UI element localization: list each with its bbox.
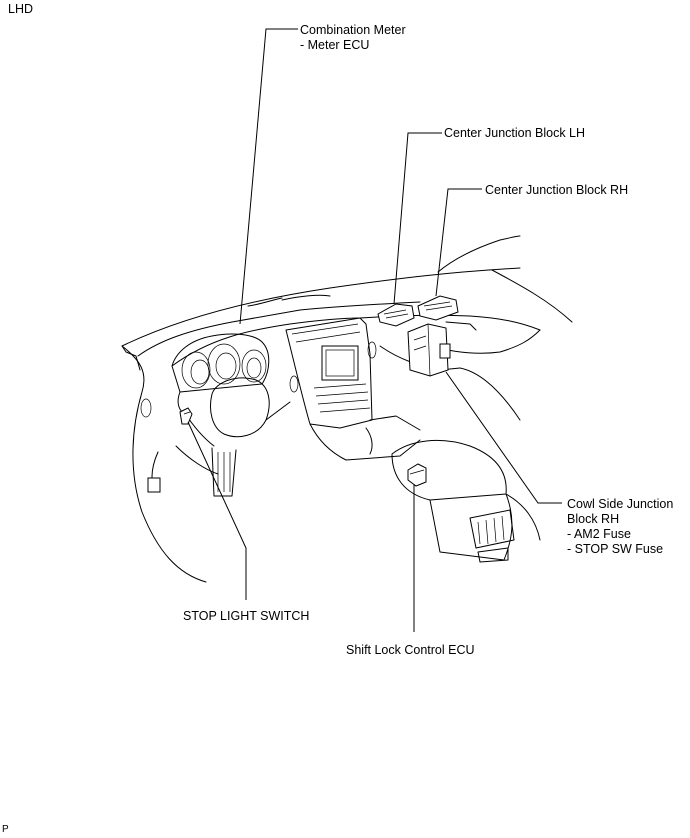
callout-center-jb-rh: Center Junction Block RH <box>485 183 628 198</box>
center-stack-graphic <box>285 317 421 461</box>
region-label: LHD <box>8 2 33 17</box>
callout-shift-lock-ecu: Shift Lock Control ECU <box>346 643 475 658</box>
console-armrest-graphic <box>391 439 541 563</box>
combination-meter-graphic <box>171 333 270 417</box>
callout-cowl-side-jb-rh: Cowl Side Junction Block RH - AM2 Fuse -… <box>567 497 673 557</box>
cowl-side-junction-block-graphic <box>407 323 451 377</box>
stop-light-switch-graphic <box>179 407 193 425</box>
callout-line: - STOP SW Fuse <box>567 542 664 556</box>
callout-line: - Meter ECU <box>300 38 370 52</box>
left-door-panel <box>121 345 207 583</box>
shift-lock-ecu-graphic <box>407 463 427 487</box>
leader-lines <box>187 28 562 632</box>
callout-line: - AM2 Fuse <box>567 527 631 541</box>
callout-line: STOP LIGHT SWITCH <box>183 609 310 623</box>
callout-combination-meter: Combination Meter - Meter ECU <box>300 23 406 53</box>
leader-cowl-side-jb <box>445 371 562 504</box>
center-junction-block-rh-graphic <box>417 295 459 321</box>
footer-code: P <box>2 824 9 836</box>
leader-combination-meter <box>239 28 298 325</box>
callout-line: Block RH <box>567 512 620 526</box>
leader-center-jb-rh <box>435 188 482 297</box>
leader-stop-light-switch <box>187 421 247 600</box>
windshield-outline <box>121 235 573 347</box>
region-text: LHD <box>8 2 34 16</box>
callout-line: Cowl Side Junction <box>567 497 674 511</box>
callout-line: Combination Meter <box>300 23 406 37</box>
callout-stop-light-switch: STOP LIGHT SWITCH <box>183 609 309 624</box>
center-junction-block-lh-graphic <box>377 303 415 327</box>
steering-column-graphic <box>175 377 291 497</box>
callout-line: Center Junction Block RH <box>485 183 629 197</box>
callout-line: Shift Lock Control ECU <box>346 643 475 657</box>
leader-center-jb-lh <box>393 132 442 305</box>
footer-code-text: P <box>2 824 9 835</box>
callout-line: Center Junction Block LH <box>444 126 586 140</box>
callout-center-jb-lh: Center Junction Block LH <box>444 126 585 141</box>
